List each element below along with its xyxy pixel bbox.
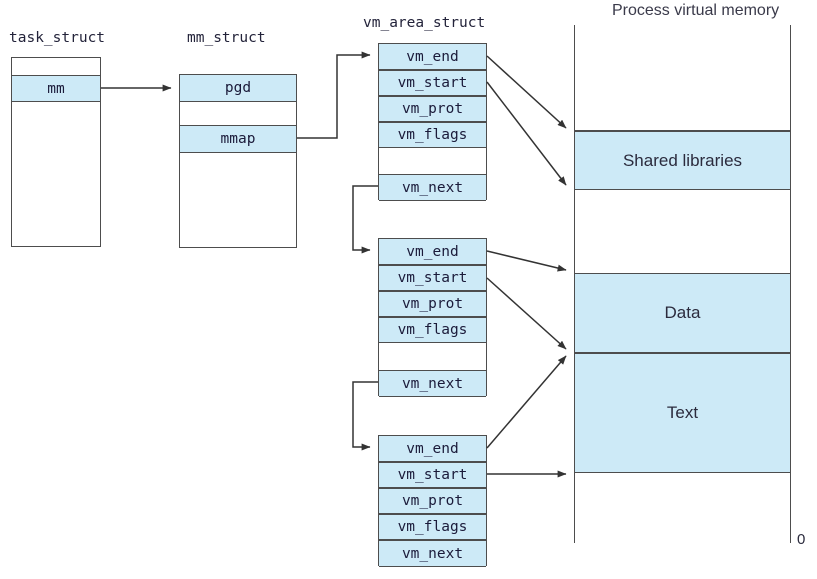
task-struct-box: mm: [11, 57, 101, 247]
mm-struct-row-3: [180, 153, 296, 247]
memory-region-shared-libraries[interactable]: Shared libraries: [575, 131, 790, 190]
vma3-row-vm-end[interactable]: vm_end: [379, 435, 486, 462]
wire-vma2-end-to-data-top: [486, 250, 567, 272]
vma2-row-vm-flags[interactable]: vm_flags: [379, 317, 486, 343]
vma1-row-vm-prot[interactable]: vm_prot: [379, 96, 486, 122]
mm-struct-row-mmap[interactable]: mmap: [180, 125, 296, 153]
vma3-row-vm-flags[interactable]: vm_flags: [379, 514, 486, 540]
wire-vma3-end-to-text-top: [486, 355, 567, 449]
vma1-row-vm-next[interactable]: vm_next: [379, 174, 486, 201]
wire-vma1-next-to-vma2: [352, 185, 378, 254]
vma1-row-vm-flags[interactable]: vm_flags: [379, 122, 486, 148]
wire-vma1-start-to-shared-libraries-bottom: [486, 81, 567, 186]
memory-region-data[interactable]: Data: [575, 273, 790, 353]
wire-vma2-start-to-data-bottom: [486, 277, 567, 350]
memory-region-text[interactable]: Text: [575, 353, 790, 473]
task-struct-row-0: [12, 58, 100, 75]
memory-zero-address-label: 0: [797, 531, 806, 548]
memory-region-bottom-unused: [575, 473, 790, 543]
vm-area-struct-2: vm_end vm_start vm_prot vm_flags vm_next: [378, 238, 487, 397]
vma2-row-blank: [379, 343, 486, 370]
mm-struct-box: pgd mmap: [179, 74, 297, 248]
vm-area-struct-1: vm_end vm_start vm_prot vm_flags vm_next: [378, 43, 487, 201]
memory-region-top-unused: [575, 25, 790, 131]
vma2-row-vm-next[interactable]: vm_next: [379, 370, 486, 397]
label-task-struct: task_struct: [9, 30, 106, 46]
task-struct-row-2: [12, 102, 100, 246]
process-virtual-memory-column: Shared libraries Data Text: [574, 25, 791, 543]
wire-vma2-next-to-vma3: [352, 381, 378, 451]
vm-area-struct-3: vm_end vm_start vm_prot vm_flags vm_next: [378, 435, 487, 567]
vma2-row-vm-end[interactable]: vm_end: [379, 238, 486, 265]
memory-region-gap: [575, 190, 790, 273]
vma3-row-vm-start[interactable]: vm_start: [379, 462, 486, 488]
wire-mmap-to-vma1: [297, 51, 371, 139]
label-mm-struct: mm_struct: [187, 30, 266, 46]
wire-vma1-end-to-shared-libraries-top: [486, 55, 567, 129]
vma1-row-vm-end[interactable]: vm_end: [379, 43, 486, 70]
vma1-row-blank: [379, 148, 486, 174]
label-vm-area-struct: vm_area_struct: [363, 15, 486, 31]
vma2-row-vm-prot[interactable]: vm_prot: [379, 291, 486, 317]
vma1-row-vm-start[interactable]: vm_start: [379, 70, 486, 96]
vma3-row-vm-next[interactable]: vm_next: [379, 540, 486, 567]
vma3-row-vm-prot[interactable]: vm_prot: [379, 488, 486, 514]
mm-struct-row-1: [180, 102, 296, 125]
mm-struct-row-pgd[interactable]: pgd: [180, 74, 296, 102]
label-process-virtual-memory: Process virtual memory: [612, 2, 780, 19]
task-struct-row-mm[interactable]: mm: [12, 75, 100, 102]
vma2-row-vm-start[interactable]: vm_start: [379, 265, 486, 291]
